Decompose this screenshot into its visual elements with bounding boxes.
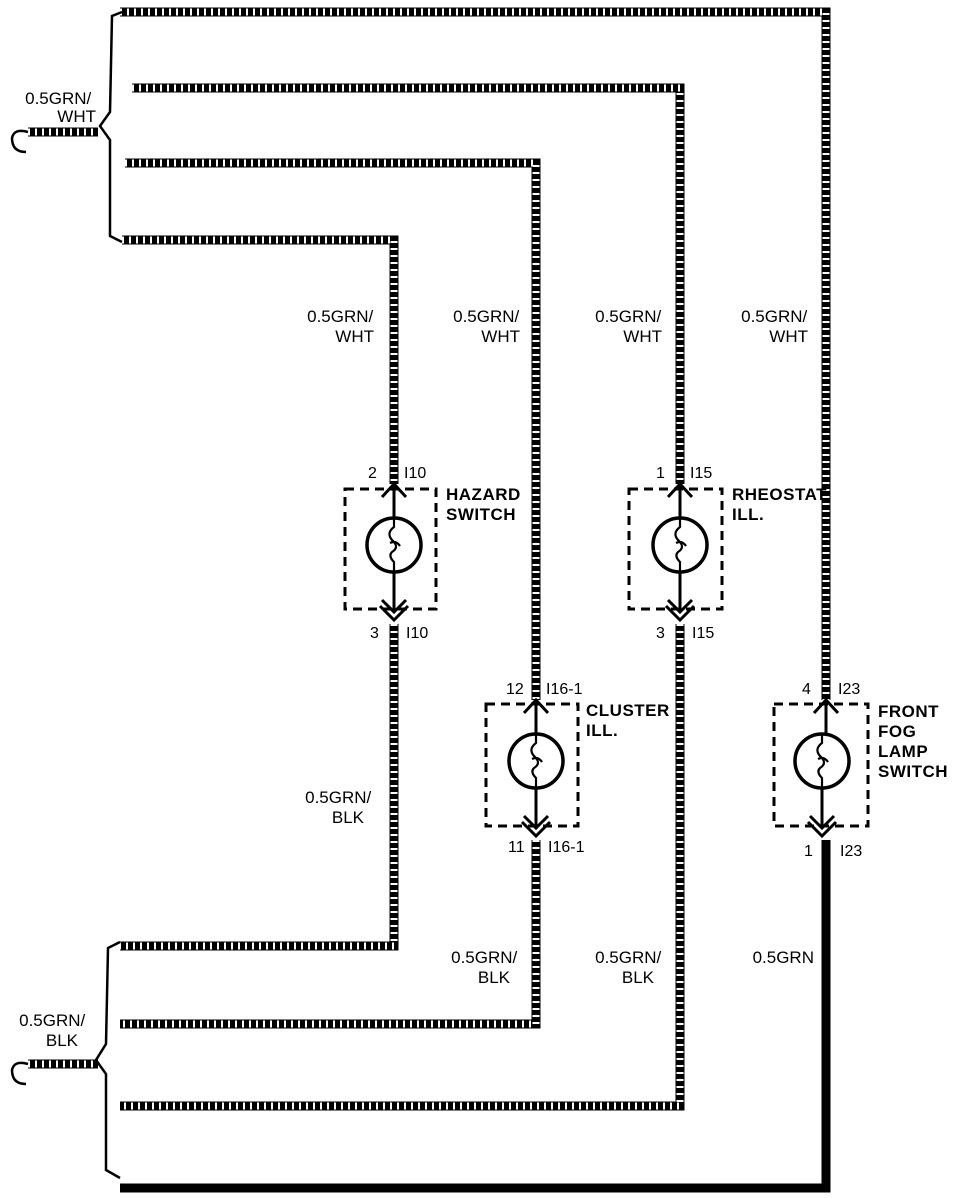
wire-label-fog-in: 0.5GRN/ WHT <box>741 307 812 346</box>
connector-i10-in <box>380 481 408 518</box>
top-brace <box>98 10 123 244</box>
wire-grn-wht-fog <box>120 7 831 700</box>
cluster-label: CLUSTER ILL. <box>586 701 675 740</box>
fog-out-pin: 1 <box>804 843 813 860</box>
connector-i15-out <box>664 572 696 623</box>
cluster-in-pin: 12 <box>506 681 524 698</box>
hazard-in-conn: I10 <box>404 465 426 482</box>
wire-grn-fog <box>120 840 831 1193</box>
wire-grn-wht-hazard <box>122 235 399 484</box>
connector-i10-out <box>378 572 410 623</box>
rheostat-out-conn: I15 <box>692 625 714 642</box>
wire-label-hazard-out: 0.5GRN/ BLK <box>305 788 376 827</box>
bottom-brace <box>94 940 121 1180</box>
hazard-out-pin: 3 <box>370 625 379 642</box>
connector-i23-in <box>812 697 840 734</box>
rheostat-in-pin: 1 <box>656 465 665 482</box>
cluster-out-conn: I16-1 <box>548 839 585 856</box>
wire-label-rheostat-out: 0.5GRN/ BLK <box>595 948 666 987</box>
rheostat-in-conn: I15 <box>690 465 712 482</box>
wire-label-fog-out: 0.5GRN <box>753 948 814 967</box>
fog-in-pin: 4 <box>802 681 811 698</box>
fog-in-conn: I23 <box>838 681 860 698</box>
wire-break-symbol-bottom <box>10 1061 29 1086</box>
rheostat-ill-component: 1 I15 3 I15 RHEOSTAT ILL. <box>627 465 832 642</box>
connector-i15-in <box>666 481 694 518</box>
hazard-in-pin: 2 <box>368 465 377 482</box>
wire-label-feed-top: 0.5GRN/ WHT <box>25 89 96 126</box>
connector-i16-1-out <box>520 788 552 839</box>
cluster-ill-component: 12 I16-1 11 I16-1 CLUSTER ILL. <box>484 681 675 856</box>
top-wire-group <box>10 7 831 700</box>
connector-i16-1-in <box>522 697 550 734</box>
wire-grn-wht-rheostat <box>132 83 685 484</box>
hazard-switch-label: HAZARD SWITCH <box>446 485 526 524</box>
hazard-switch-component: 2 I10 3 I10 HAZARD SWITCH <box>343 465 526 642</box>
wire-label-return-bottom: 0.5GRN/ BLK <box>19 1011 90 1050</box>
cluster-out-pin: 11 <box>508 839 525 856</box>
connector-i23-out <box>806 788 838 839</box>
wire-break-symbol <box>10 129 29 154</box>
rheostat-label: RHEOSTAT ILL. <box>732 485 832 524</box>
wire-grn-blk-hazard <box>120 624 399 951</box>
wire-grn-wht-cluster <box>125 158 541 700</box>
hazard-out-conn: I10 <box>406 625 428 642</box>
bottom-wire-group <box>10 624 831 1193</box>
wire-label-hazard-in: 0.5GRN/ WHT <box>307 307 378 346</box>
wire-labels: 0.5GRN/ WHT 0.5GRN/ WHT 0.5GRN/ WHT 0.5G… <box>19 89 814 1050</box>
wire-label-rheostat-in: 0.5GRN/ WHT <box>595 307 666 346</box>
fog-lamp-switch-component: 4 I23 1 I23 FRONT FOG LAMP SWITCH <box>772 681 948 860</box>
wire-label-cluster-out: 0.5GRN/ BLK <box>451 948 522 987</box>
fog-out-conn: I23 <box>840 843 862 860</box>
wire-grn-blk-cluster <box>120 840 541 1029</box>
cluster-in-conn: I16-1 <box>546 681 583 698</box>
wire-label-cluster-in: 0.5GRN/ WHT <box>453 307 524 346</box>
fog-lamp-label: FRONT FOG LAMP SWITCH <box>878 702 948 781</box>
wire-grn-blk-rheostat <box>120 624 685 1111</box>
rheostat-out-pin: 3 <box>656 625 665 642</box>
